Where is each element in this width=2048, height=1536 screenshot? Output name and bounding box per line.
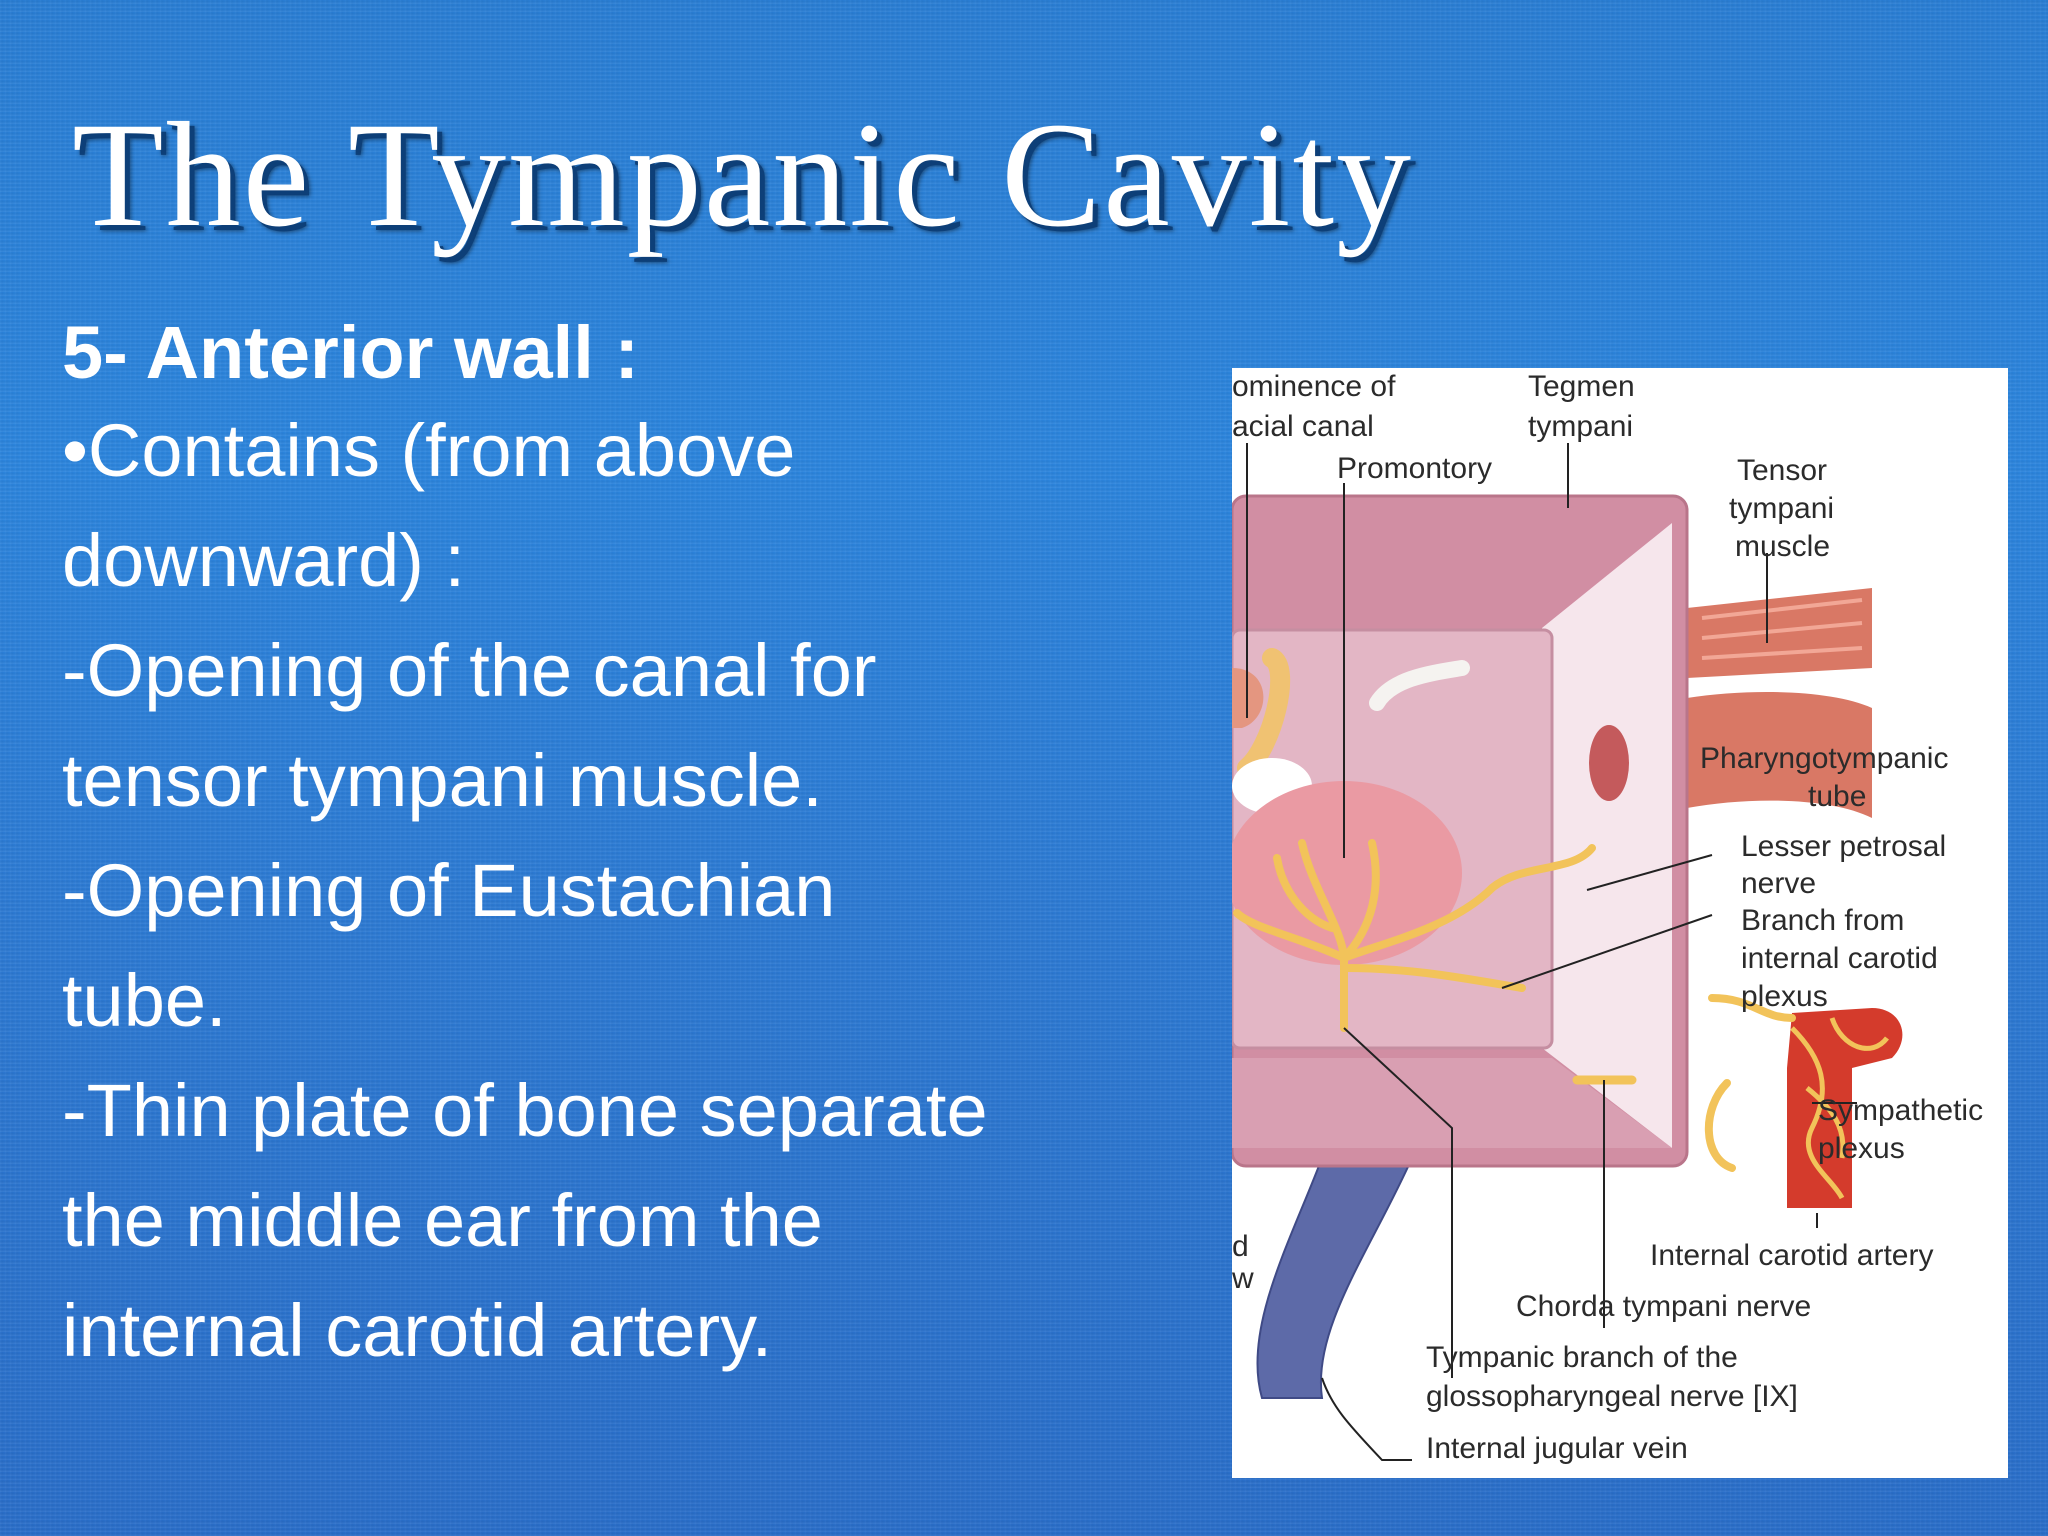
body-line: -Opening of Eustachian — [62, 849, 836, 932]
label-lesser-petrosal: nerve — [1741, 867, 1816, 900]
label-sympathetic: Sympathetic — [1818, 1094, 1983, 1127]
eustachian-tube-shape — [1687, 692, 1872, 818]
body-line: •Contains (from above — [62, 409, 796, 492]
body-line: the middle ear from the — [62, 1179, 823, 1262]
label-tegmen: tympani — [1528, 410, 1633, 443]
section-heading: 5- Anterior wall : — [62, 311, 640, 394]
label-chorda-tympani: Chorda tympani nerve — [1516, 1290, 1811, 1323]
promontory-shape — [1232, 781, 1462, 965]
label-tympanic-branch: glossopharyngeal nerve [IX] — [1426, 1380, 1798, 1413]
muscle-striations — [1701, 598, 1863, 660]
label-tensor-tympani: Tensor — [1737, 454, 1827, 487]
label-tensor-tympani: tympani — [1729, 492, 1834, 525]
body-line: downward) : — [62, 519, 466, 602]
facial-nerve-shape — [1237, 648, 1291, 778]
label-tegmen: Tegmen — [1528, 370, 1635, 403]
body-line: internal carotid artery. — [62, 1289, 773, 1372]
tendon-shape — [1369, 660, 1470, 711]
label-promontory: Promontory — [1337, 452, 1492, 485]
body-line: tube. — [62, 959, 227, 1042]
label-pharyngotympanic: tube — [1808, 780, 1866, 813]
label-branch-carotid: internal carotid — [1741, 942, 1938, 975]
label-jugular-vein: Internal jugular vein — [1426, 1432, 1688, 1465]
label-prominence-facial: ominence of — [1232, 370, 1396, 403]
label-partial-left: d — [1232, 1230, 1249, 1263]
jugular-vein-shape — [1256, 1157, 1414, 1399]
label-pharyngotympanic: Pharyngotympanic — [1700, 742, 1948, 775]
tympanic-cavity-diagram: ominence of acial canal Tegmen tympani P… — [1232, 370, 1983, 1465]
body-line: tensor tympani muscle. — [62, 739, 823, 822]
cavity-floor — [1232, 1058, 1672, 1148]
label-internal-carotid: Internal carotid artery — [1650, 1239, 1933, 1272]
label-sympathetic: plexus — [1818, 1132, 1905, 1165]
anatomy-figure: ominence of acial canal Tegmen tympani P… — [1232, 368, 2008, 1478]
anterior-wall-face — [1542, 523, 1672, 1148]
carotid-branch-nerves — [1704, 994, 1796, 1172]
leader-lines — [1246, 443, 1857, 1461]
slide-body: 5- Anterior wall : •Contains (from above… — [62, 310, 1212, 1386]
label-tensor-tympani: muscle — [1735, 530, 1830, 563]
label-partial-left: w — [1232, 1262, 1254, 1295]
label-tympanic-branch: Tympanic branch of the — [1426, 1341, 1738, 1374]
label-prominence-facial: acial canal — [1232, 410, 1374, 443]
label-branch-carotid: plexus — [1741, 980, 1828, 1013]
tube-opening-shape — [1589, 725, 1629, 801]
label-branch-carotid: Branch from — [1741, 904, 1904, 937]
body-line: -Thin plate of bone separate — [62, 1069, 988, 1152]
tympanic-plexus — [1233, 839, 1596, 1032]
slide-title: The Tympanic Cavity — [72, 92, 1414, 258]
body-line: -Opening of the canal for — [62, 629, 877, 712]
label-lesser-petrosal: Lesser petrosal — [1741, 830, 1946, 863]
sympathetic-plexus-shape — [1790, 1017, 1889, 1200]
